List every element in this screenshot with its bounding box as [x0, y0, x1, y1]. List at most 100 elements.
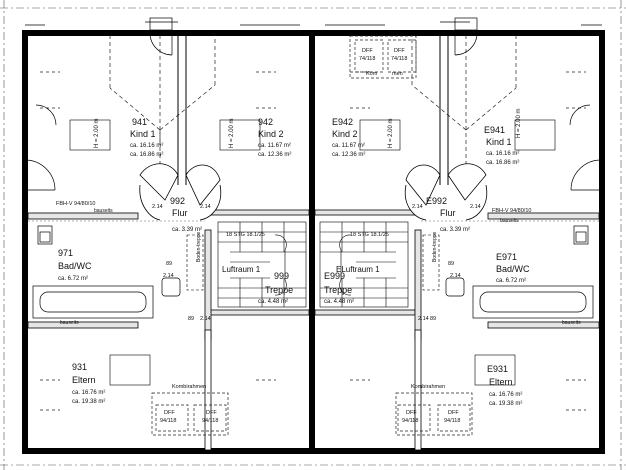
- dim-89-b: 89: [188, 316, 194, 322]
- unit-left-labels: 941 Kind 1 ca. 16.16 m² ca. 16.86 m² 942…: [56, 117, 293, 424]
- room-e992-name: Flur: [440, 208, 456, 218]
- room-e942-number: E942: [332, 117, 353, 127]
- room-e931-number: E931: [487, 364, 508, 374]
- room-992-name: Flur: [172, 208, 188, 218]
- e-dim-214-b: 2.14: [418, 316, 429, 322]
- party-wall: [309, 33, 315, 451]
- bauseits-top: bauseits: [94, 208, 113, 214]
- room-999-name: Treppe: [265, 285, 293, 295]
- kombirahmen-label: Kombirahmen: [172, 384, 206, 390]
- dim-214-c: 2.14: [152, 204, 163, 210]
- e-dff-top-1: DFF: [362, 48, 373, 54]
- bauseits-bottom: bauseits: [60, 320, 79, 326]
- dff-1-size: 94/118: [160, 418, 176, 424]
- flur-doors-right: [404, 163, 488, 221]
- roof-edges: [25, 21, 602, 26]
- e-dim-89-b: 89: [430, 316, 436, 322]
- e-dim-214-a: 2.14: [450, 273, 461, 279]
- bodentreppe-right: Boden-treppe: [432, 231, 438, 262]
- dim-214-d: 2.14: [200, 204, 211, 210]
- e-height-label-2: H = 2.00 m: [516, 108, 522, 138]
- e-dff-top-1-size: 74/118: [359, 56, 375, 62]
- room-992-number: 992: [170, 196, 185, 206]
- room-931-name: Eltern: [72, 375, 96, 385]
- flur-doors-left: [139, 163, 222, 221]
- room-931-number: 931: [72, 362, 87, 372]
- e-bauseits-bottom: bauseits: [562, 320, 581, 326]
- top-doors: [149, 17, 478, 56]
- dff-windows: [151, 35, 473, 436]
- room-e999-area: ca. 4.48 m²: [324, 299, 354, 305]
- dim-214-a: 2.14: [163, 273, 174, 279]
- interior-walls: [27, 209, 600, 451]
- room-941-name: Kind 1: [130, 129, 156, 139]
- e-dff-1-size: 94/118: [402, 418, 418, 424]
- e-luftraum-label: ELuftraum 1: [336, 265, 380, 274]
- shaft-lines: [177, 35, 449, 185]
- room-971-area: ca. 6.72 m²: [58, 276, 88, 282]
- e-dim-214-d: 2.14: [470, 204, 481, 210]
- room-931-area1: ca. 16.76 m²: [72, 390, 105, 396]
- e-kombi-top: Kom: [366, 71, 378, 77]
- fbh-label: FBH-V 94/80/10: [56, 201, 95, 207]
- dim-89-a: 89: [166, 261, 172, 267]
- attic-ladders: [186, 234, 440, 291]
- room-941-area1: ca. 16.16 m²: [130, 143, 163, 149]
- room-e941-number: E941: [484, 125, 505, 135]
- height-label-1: H = 2.00 m: [94, 118, 100, 148]
- room-992-area: ca. 3.39 m²: [172, 227, 202, 233]
- room-942-area2: ca. 12.36 m²: [258, 152, 291, 158]
- room-e999-name: Treppe: [324, 285, 352, 295]
- e-dim-214-c: 2.14: [412, 204, 423, 210]
- e-stair-steps-label: 18 STG 18.1/25: [350, 232, 389, 238]
- e-dff-1: DFF: [406, 410, 417, 416]
- unit-right-labels: E942 Kind 2 ca. 11.67 m² ca. 12.36 m² E9…: [324, 48, 581, 424]
- e-bauseits-top: bauseits: [500, 218, 519, 224]
- room-e941-name: Kind 1: [486, 137, 512, 147]
- dff-2: DFF: [206, 410, 217, 416]
- room-e941-area1: ca. 16.16 m²: [486, 151, 519, 157]
- roof-projection-left: [109, 35, 216, 165]
- side-doors: [24, 104, 602, 191]
- room-e971-name: Bad/WC: [496, 264, 530, 274]
- room-e931-area1: ca. 16.76 m²: [489, 392, 522, 398]
- room-942-area1: ca. 11.67 m²: [258, 143, 291, 149]
- room-941-area2: ca. 16.86 m²: [130, 152, 163, 158]
- bathroom-fixtures: [32, 225, 594, 319]
- room-e999-number: E999: [324, 271, 345, 281]
- dim-214-b: 2.14: [200, 316, 211, 322]
- e-dff-top-2: DFF: [394, 48, 405, 54]
- room-941-number: 941: [132, 117, 147, 127]
- room-942-number: 942: [258, 117, 273, 127]
- e-kombirahmen-label: Kombirahmen: [411, 384, 445, 390]
- dff-2-size: 94/118: [202, 418, 218, 424]
- e-dim-89-a: 89: [448, 261, 454, 267]
- room-971-number: 971: [58, 248, 73, 258]
- room-e931-name: Eltern: [489, 377, 513, 387]
- luftraum-label: Luftraum 1: [222, 265, 261, 274]
- furniture: [69, 119, 556, 386]
- room-999-area: ca. 4.48 m²: [258, 299, 288, 305]
- room-e942-area2: ca. 12.36 m²: [332, 152, 365, 158]
- room-971-name: Bad/WC: [58, 261, 92, 271]
- stairs-right: [319, 221, 409, 308]
- e-dff-2: DFF: [448, 410, 459, 416]
- roof-projection-right: [411, 35, 517, 165]
- room-e942-name: Kind 2: [332, 129, 358, 139]
- room-931-area2: ca. 19.38 m²: [72, 399, 105, 405]
- room-e971-area: ca. 6.72 m²: [496, 278, 526, 284]
- e-kombi-top-r: men: [392, 71, 403, 77]
- e-dff-2-size: 94/118: [444, 418, 460, 424]
- stair-steps-label: 18 STG 18.1/25: [226, 232, 265, 238]
- e-height-label-1: H = 2.00 m: [388, 118, 394, 148]
- room-e941-area2: ca. 16.86 m²: [486, 160, 519, 166]
- room-e971-number: E971: [496, 252, 517, 262]
- room-e931-area2: ca. 19.38 m²: [489, 401, 522, 407]
- dff-1: DFF: [164, 410, 175, 416]
- room-e992-number: E992: [426, 196, 447, 206]
- stairs-left: [217, 221, 307, 308]
- height-label-2: H = 2.00 m: [229, 118, 235, 148]
- e-fbh-label: FBH-V 94/80/10: [492, 208, 531, 214]
